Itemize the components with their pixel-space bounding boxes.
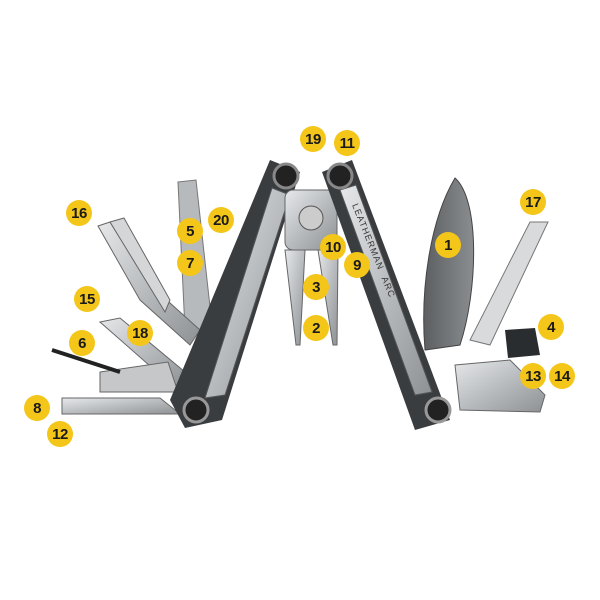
- callout-badge-5: 5: [177, 218, 203, 244]
- callout-badge-14: 14: [549, 363, 575, 389]
- callout-badge-17: 17: [520, 189, 546, 215]
- scissors-tool-blade: [109, 217, 171, 314]
- knife-blade: [423, 177, 475, 351]
- right-handle-base-pivot: [424, 396, 452, 424]
- callout-badge-18: 18: [127, 320, 153, 346]
- callout-badge-1: 1: [435, 232, 461, 258]
- pliers-pivot: [298, 205, 324, 231]
- left-handle-pivot: [272, 162, 300, 190]
- saw-blade: [469, 221, 549, 346]
- callout-badge-10: 10: [320, 234, 346, 260]
- callout-badge-19: 19: [300, 126, 326, 152]
- callout-badge-11: 11: [334, 130, 360, 156]
- plier-jaw-left: [284, 249, 306, 346]
- callout-badge-8: 8: [24, 395, 50, 421]
- awl-tool: [51, 348, 121, 374]
- callout-badge-6: 6: [69, 330, 95, 356]
- callout-badge-9: 9: [344, 252, 370, 278]
- callout-badge-12: 12: [47, 421, 73, 447]
- callout-badge-16: 16: [66, 200, 92, 226]
- bit-driver-tool: [99, 361, 179, 393]
- bit-driver: [505, 328, 540, 358]
- callout-badge-3: 3: [303, 274, 329, 300]
- callout-badge-4: 4: [538, 314, 564, 340]
- callout-badge-13: 13: [520, 363, 546, 389]
- callout-badge-20: 20: [208, 207, 234, 233]
- flat-driver-tool: [61, 397, 182, 415]
- left-handle-scale: [204, 187, 291, 399]
- right-handle-scale: [339, 184, 433, 396]
- callout-badge-2: 2: [303, 315, 329, 341]
- callout-badge-7: 7: [177, 250, 203, 276]
- left-handle-base-pivot: [182, 396, 210, 424]
- right-handle-pivot: [326, 162, 354, 190]
- callout-badge-15: 15: [74, 286, 100, 312]
